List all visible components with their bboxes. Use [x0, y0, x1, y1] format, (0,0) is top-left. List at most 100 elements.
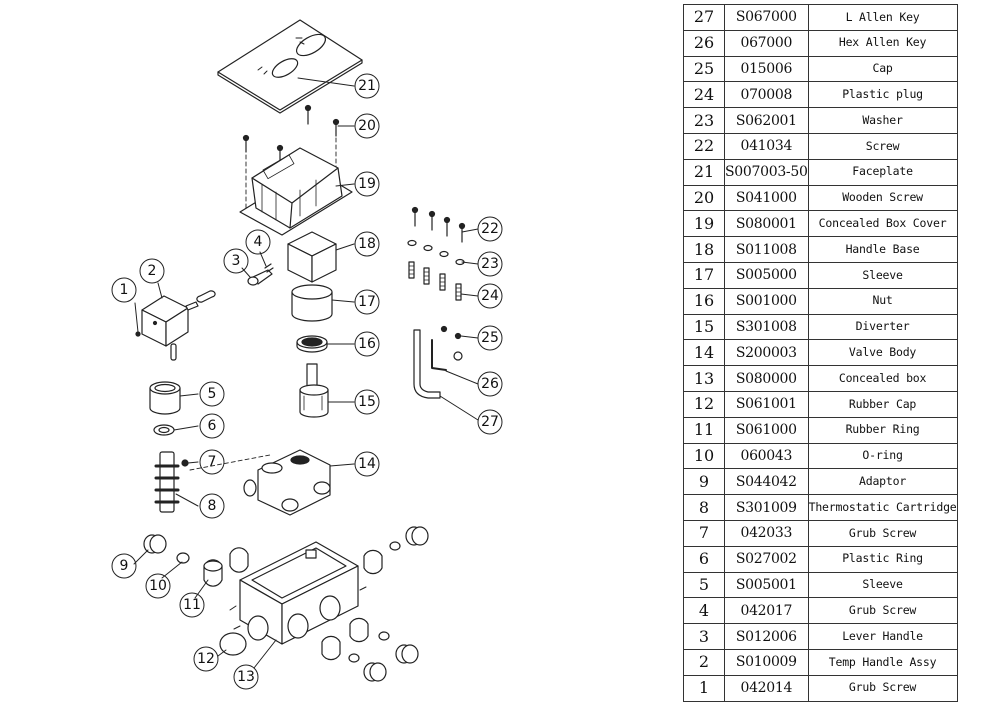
part-number-cell: 21: [683, 158, 725, 186]
part-description-cell: Sleeve: [807, 261, 958, 289]
handle-base: [287, 231, 337, 283]
callout-3: 3: [232, 253, 241, 269]
part-code-cell: S061001: [724, 390, 809, 418]
part-code-cell: S027002: [724, 545, 809, 573]
part-number-cell: 1: [683, 674, 725, 702]
part-description-cell: Rubber Cap: [807, 390, 958, 418]
part-description-cell: Grub Screw: [807, 519, 958, 547]
part-description-cell: Sleeve: [807, 571, 958, 599]
part-description-cell: Thermostatic Cartridge: [807, 494, 958, 521]
callout-circles: [111, 73, 503, 690]
valve-body: [243, 449, 331, 516]
lever-handle: [247, 263, 274, 286]
callout-15: 15: [358, 394, 376, 410]
part-description-cell: Cap: [807, 55, 958, 83]
callout-12: 12: [197, 651, 215, 667]
callout-17: 17: [358, 294, 376, 310]
left-fittings: [143, 534, 249, 587]
callout-2: 2: [148, 263, 157, 279]
callout-27: 27: [481, 414, 499, 430]
part-code-cell: 042033: [724, 519, 809, 547]
plastic-plugs-group: [408, 261, 462, 301]
part-code-cell: S301009: [724, 494, 809, 521]
faceplate-part: [217, 19, 363, 114]
leader-lines: [133, 77, 479, 669]
part-number-cell: 20: [683, 184, 725, 212]
part-description-cell: Adaptor: [807, 468, 958, 496]
part-description-cell: Concealed Box Cover: [807, 210, 958, 238]
part-code-cell: S061000: [724, 416, 809, 444]
part-code-cell: 067000: [724, 29, 809, 57]
sleeve-upper: [291, 284, 333, 322]
part-description-cell: Concealed box: [807, 365, 958, 392]
part-code-cell: 015006: [724, 55, 809, 83]
part-number-cell: 15: [683, 313, 725, 341]
part-code-cell: 060043: [724, 442, 809, 470]
part-description-cell: Plastic plug: [807, 81, 958, 109]
part-number-cell: 11: [683, 416, 725, 444]
callout-19: 19: [358, 176, 376, 192]
part-number-cell: 23: [683, 107, 725, 134]
part-number-cell: 25: [683, 55, 725, 83]
part-description-cell: Rubber Ring: [807, 416, 958, 444]
part-description-cell: Lever Handle: [807, 623, 958, 650]
concealed-box: [229, 541, 367, 645]
callout-16: 16: [358, 336, 376, 352]
part-code-cell: S010009: [724, 648, 809, 676]
part-number-cell: 17: [683, 261, 725, 289]
part-code-cell: S301008: [724, 313, 809, 341]
part-description-cell: Nut: [807, 287, 958, 315]
part-number-cell: 4: [683, 597, 725, 625]
callout-5: 5: [208, 386, 217, 402]
callout-10: 10: [149, 578, 167, 594]
part-number-cell: 13: [683, 365, 725, 392]
temp-handle-assy: [135, 290, 216, 361]
part-code-cell: 042014: [724, 674, 809, 702]
part-description-cell: O-ring: [807, 442, 958, 470]
part-description-cell: Wooden Screw: [807, 184, 958, 212]
part-code-cell: S012006: [724, 623, 809, 650]
part-code-cell: 041034: [724, 132, 809, 160]
screws-group: [411, 206, 466, 243]
part-number-cell: 22: [683, 132, 725, 160]
callout-25: 25: [481, 330, 499, 346]
part-description-cell: Faceplate: [807, 158, 958, 186]
part-code-cell: S044042: [724, 468, 809, 496]
part-code-cell: 070008: [724, 81, 809, 109]
part-code-cell: S067000: [724, 4, 809, 31]
part-code-cell: S005000: [724, 261, 809, 289]
part-description-cell: Hex Allen Key: [807, 29, 958, 57]
part-code-cell: 042017: [724, 597, 809, 625]
callout-22: 22: [481, 221, 499, 237]
callout-8: 8: [208, 498, 217, 514]
part-description-cell: Washer: [807, 107, 958, 134]
part-number-cell: 2: [683, 648, 725, 676]
part-number-cell: 6: [683, 545, 725, 573]
washers-group: [407, 239, 465, 266]
allen-keys: [413, 329, 447, 399]
part-code-cell: S062001: [724, 107, 809, 134]
callout-4: 4: [254, 234, 263, 250]
callout-6: 6: [208, 418, 217, 434]
part-number-cell: 27: [683, 4, 725, 31]
thermostatic-cartridge: [154, 451, 271, 513]
callout-26: 26: [481, 376, 499, 392]
